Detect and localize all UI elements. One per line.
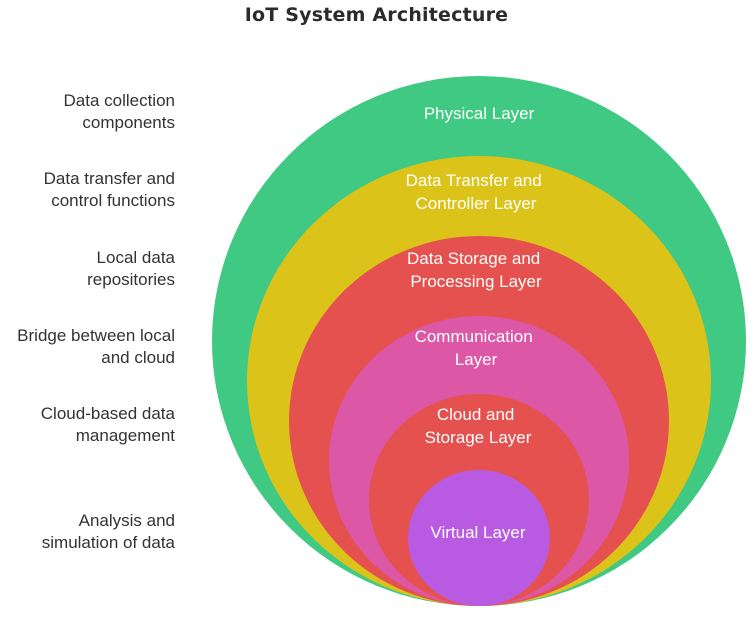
- description-line: repositories: [87, 270, 175, 289]
- description-line: Bridge between local: [17, 326, 175, 345]
- transfer-layer-name: Data Transfer and Controller Layer: [406, 171, 547, 213]
- cloud-layer-description: Cloud-based data management: [0, 403, 175, 447]
- virtual-layer-description: Analysis and simulation of data: [0, 510, 175, 554]
- description-line: control functions: [51, 191, 175, 210]
- physical-layer-name: Physical Layer: [424, 104, 535, 123]
- description-line: Local data: [96, 248, 175, 267]
- diagram-title: IoT System Architecture: [244, 4, 509, 26]
- storage-layer-description: Local data repositories: [0, 247, 175, 291]
- communication-layer-description: Bridge between local and cloud: [0, 325, 175, 369]
- storage-layer-name: Data Storage and Processing Layer: [407, 249, 545, 291]
- description-line: simulation of data: [41, 533, 175, 552]
- cloud-layer-name: Cloud and Storage Layer: [425, 405, 532, 447]
- description-line: management: [75, 426, 175, 445]
- transfer-layer-description: Data transfer and control functions: [0, 168, 175, 212]
- virtual-layer-name: Virtual Layer: [430, 523, 525, 542]
- virtual-layer-circle: [408, 470, 550, 606]
- description-line: Cloud-based data: [40, 404, 175, 423]
- description-line: components: [82, 113, 175, 132]
- physical-layer-description: Data collection components: [0, 90, 175, 134]
- description-line: Data transfer and: [43, 169, 175, 188]
- description-line: Analysis and: [78, 511, 175, 530]
- communication-layer-name: Communication Layer: [415, 327, 538, 369]
- description-line: Data collection: [63, 91, 175, 110]
- description-line: and cloud: [101, 348, 175, 367]
